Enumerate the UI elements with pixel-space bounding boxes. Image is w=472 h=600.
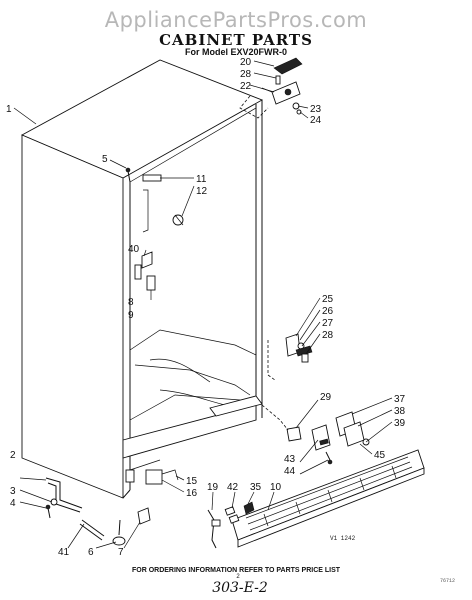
handwritten-page-code: 303-E-2 — [212, 580, 268, 596]
diagram-subtitle: For Model EXV20FWR-0 — [184, 47, 287, 57]
callout-42: 42 — [227, 482, 239, 493]
callout-24: 24 — [310, 115, 322, 126]
corner-code: 76712 — [440, 578, 456, 584]
callout-9: 9 — [128, 310, 134, 321]
callout-43: 43 — [284, 454, 296, 465]
callout-25: 25 — [322, 294, 334, 305]
callout-40: 40 — [128, 244, 140, 255]
diagram-title: CABINET PARTS — [159, 31, 313, 49]
callout-15: 15 — [186, 476, 198, 487]
callout-12: 12 — [196, 186, 208, 197]
callout-26: 26 — [322, 306, 334, 317]
figure-reference: V1 1242 — [330, 535, 356, 542]
callout-1: 1 — [6, 104, 12, 115]
callout-6: 6 — [88, 547, 94, 558]
callout-22: 22 — [240, 81, 252, 92]
ordering-note: FOR ORDERING INFORMATION REFER TO PARTS … — [131, 567, 341, 574]
right-brackets — [311, 411, 370, 465]
callout-3: 3 — [10, 486, 16, 497]
callout-19: 19 — [207, 482, 219, 493]
page-number: 2 — [236, 574, 240, 580]
callout-8: 8 — [128, 297, 134, 308]
callout-23: 23 — [310, 104, 322, 115]
cabinet-shell — [20, 59, 264, 499]
callout-5: 5 — [102, 154, 108, 165]
callout-numbers: 1 2 3 4 5 6 7 8 9 10 11 12 15 16 19 20 2… — [6, 57, 406, 558]
callout-41: 41 — [58, 547, 70, 558]
callout-39: 39 — [394, 418, 406, 429]
callout-38: 38 — [394, 406, 406, 417]
callout-35: 35 — [250, 482, 262, 493]
lower-left-parts — [45, 469, 179, 546]
grille-10 — [231, 449, 425, 548]
callout-11: 11 — [196, 174, 207, 185]
callout-2: 2 — [10, 450, 16, 461]
leader-lines — [13, 60, 393, 549]
callout-28-lower: 28 — [322, 330, 334, 341]
callout-10: 10 — [270, 482, 282, 493]
center-bottom-parts — [207, 501, 255, 549]
callout-27: 27 — [322, 318, 334, 329]
callout-4: 4 — [10, 498, 16, 509]
callout-44: 44 — [284, 466, 296, 477]
callout-45: 45 — [374, 450, 386, 461]
callout-7: 7 — [118, 547, 124, 558]
upper-hardware — [125, 167, 184, 300]
callout-20: 20 — [240, 57, 252, 68]
callout-28-top: 28 — [240, 69, 252, 80]
callout-37: 37 — [394, 394, 406, 405]
callout-16: 16 — [186, 488, 198, 499]
bracket-29 — [261, 404, 302, 442]
lower-hinge-parts — [267, 333, 313, 381]
callout-29: 29 — [320, 392, 332, 403]
top-hinge-assembly — [239, 57, 303, 119]
watermark: AppliancePartsPros.com — [104, 8, 368, 32]
